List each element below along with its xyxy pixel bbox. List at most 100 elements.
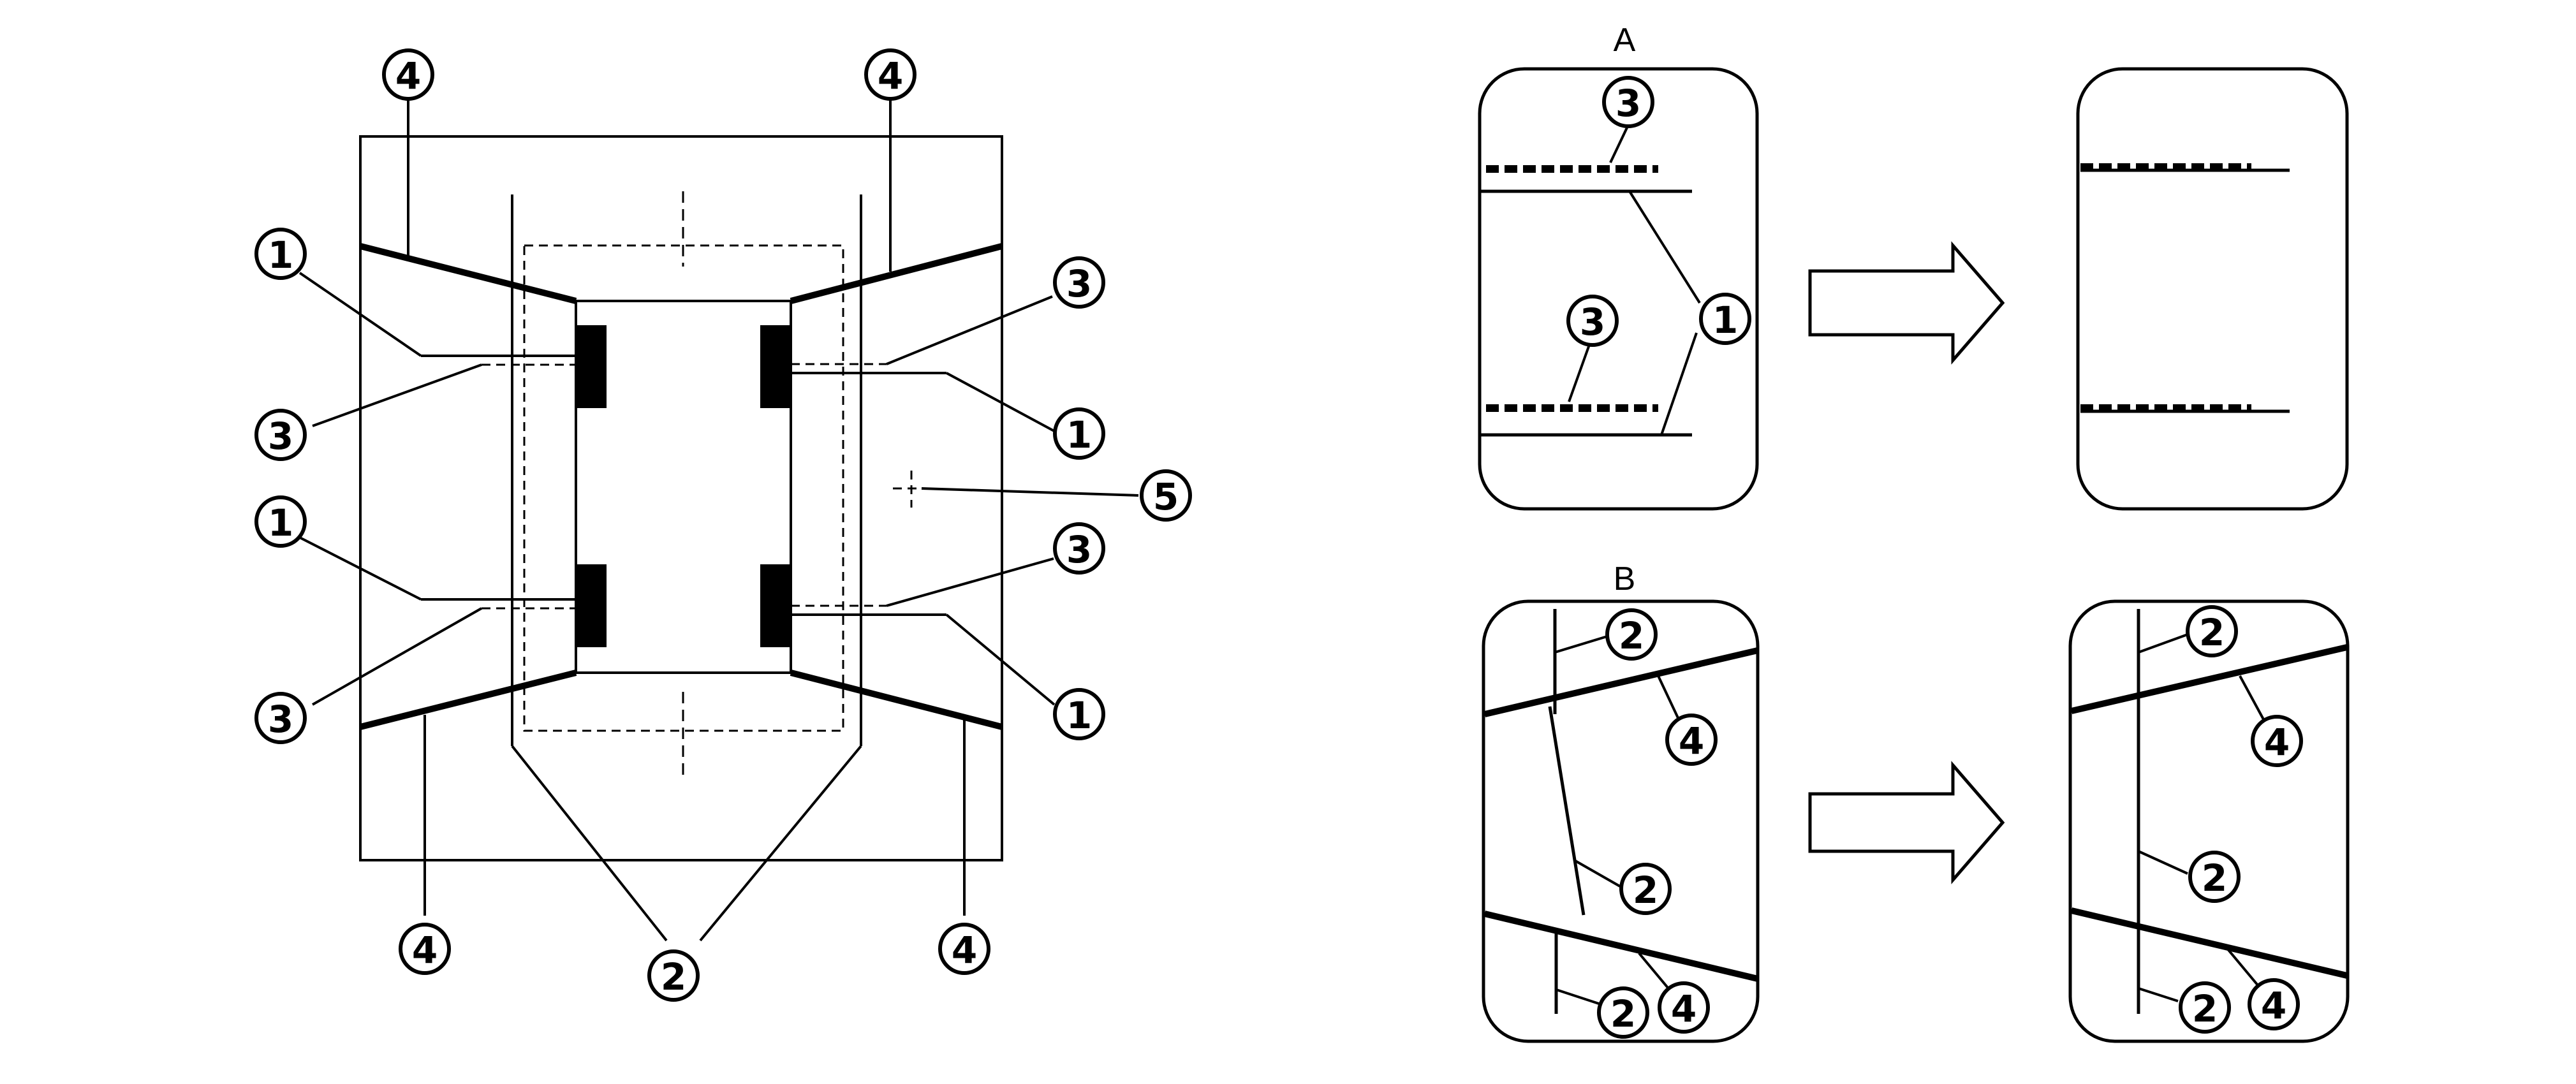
center-body xyxy=(575,300,792,674)
b-leader-2-bottom xyxy=(1556,988,1601,1006)
b-leader-2-top xyxy=(1554,635,1608,654)
callout-4-bottom-right: 4 xyxy=(938,923,990,975)
callout-4-top-right: 4 xyxy=(864,48,916,101)
callout-1-top-left: 1 xyxy=(254,228,307,280)
svg-text:2: 2 xyxy=(2202,856,2227,900)
svg-text:3: 3 xyxy=(1580,300,1605,344)
b-ref-line-mid xyxy=(1548,706,1586,916)
pad-top-right xyxy=(760,325,791,408)
callout-4-bottom-left: 4 xyxy=(399,923,451,975)
a-leader-1-top xyxy=(1628,190,1701,304)
b-after-leader-4-top xyxy=(2239,675,2265,721)
b-callout-4-top: 4 xyxy=(1665,714,1718,766)
a-callout-3-mid: 3 xyxy=(1566,295,1619,347)
callout-3-upper-right: 3 xyxy=(1053,256,1105,309)
svg-text:5: 5 xyxy=(1153,475,1179,518)
b-leader-4-top xyxy=(1657,675,1680,720)
b-after-leader-2-bottom xyxy=(2138,987,2179,1002)
a-leader-3-mid xyxy=(1568,341,1592,402)
panel-b-label: B xyxy=(1614,560,1636,597)
svg-text:1: 1 xyxy=(268,501,293,545)
svg-text:3: 3 xyxy=(1616,82,1641,125)
arrow-a-icon xyxy=(1808,241,2005,365)
svg-text:2: 2 xyxy=(661,955,686,999)
svg-text:2: 2 xyxy=(1633,868,1658,912)
svg-text:4: 4 xyxy=(878,54,903,98)
b-callout-2-mid: 2 xyxy=(1619,863,1672,915)
a-callout-3-top: 3 xyxy=(1602,76,1654,128)
svg-text:4: 4 xyxy=(1679,719,1704,763)
svg-text:4: 4 xyxy=(395,54,421,98)
leader-3-lower-left xyxy=(312,607,482,706)
outer-frame xyxy=(359,135,1003,861)
b-after-leader-2-mid xyxy=(2138,850,2188,875)
b-leader-2-mid xyxy=(1575,860,1621,888)
thick-line-top-left xyxy=(359,243,577,304)
b-after-thick-bottom xyxy=(2070,907,2348,979)
b-thick-line-bottom xyxy=(1483,911,1759,982)
pad-top-left xyxy=(576,325,607,408)
main-diagram: 4 4 1 3 1 3 3 1 xyxy=(254,48,1192,1002)
v-left-leg xyxy=(511,745,668,942)
svg-text:4: 4 xyxy=(2264,721,2290,764)
a-leader-3-top xyxy=(1609,123,1630,163)
b-thick-line-top xyxy=(1483,647,1759,717)
b-after-leader-4-bottom xyxy=(2225,946,2259,986)
b-after-callout-2-mid: 2 xyxy=(2188,851,2241,903)
leader-3-lower-right xyxy=(886,557,1054,607)
svg-text:2: 2 xyxy=(1619,614,1644,657)
arrow-b-icon xyxy=(1808,761,2005,884)
pad-bottom-left xyxy=(576,564,607,647)
callout-3-upper-left: 3 xyxy=(254,409,307,461)
b-callout-2-bottom: 2 xyxy=(1597,986,1649,1039)
callout-3-lower-left: 3 xyxy=(254,692,307,744)
b-after-thick-top xyxy=(2070,644,2348,714)
panel-a-after xyxy=(2076,67,2349,511)
b-after-callout-4-top: 4 xyxy=(2251,715,2303,767)
svg-text:2: 2 xyxy=(2192,987,2218,1030)
v-right-leg xyxy=(699,745,862,942)
b-after-leader-2-top xyxy=(2138,633,2188,654)
svg-text:2: 2 xyxy=(1610,992,1636,1036)
panel-a-before: A 3 3 1 xyxy=(1478,22,1759,511)
svg-text:3: 3 xyxy=(268,698,293,741)
svg-text:3: 3 xyxy=(1066,528,1092,571)
svg-text:4: 4 xyxy=(412,928,438,972)
svg-text:4: 4 xyxy=(1671,987,1696,1030)
panel-b-before: B 2 4 2 4 2 xyxy=(1482,560,1760,1043)
callout-1-upper-right: 1 xyxy=(1053,407,1105,460)
svg-text:2: 2 xyxy=(2199,611,2225,654)
callout-1-lower-left: 1 xyxy=(254,495,307,548)
callout-2-bottom: 2 xyxy=(647,949,700,1002)
callout-1-lower-right: 1 xyxy=(1053,688,1105,740)
leader-1-lower-left xyxy=(299,536,422,601)
leader-3-upper-left xyxy=(312,363,482,427)
svg-text:1: 1 xyxy=(268,233,293,277)
b-leader-4-bottom xyxy=(1638,952,1672,993)
leader-3-upper-right xyxy=(886,295,1053,365)
leader-1-upper-right xyxy=(946,372,1055,432)
b-callout-4-bottom: 4 xyxy=(1658,981,1710,1034)
leader-5 xyxy=(921,487,1139,497)
panel-b-after: 2 4 2 4 2 xyxy=(2068,599,2350,1043)
svg-text:3: 3 xyxy=(1066,262,1092,305)
b-callout-2-top: 2 xyxy=(1605,608,1658,661)
svg-text:1: 1 xyxy=(1066,694,1092,737)
leader-1-top-left xyxy=(298,272,422,357)
a-callout-1: 1 xyxy=(1699,293,1751,345)
b-after-callout-2-top: 2 xyxy=(2186,605,2238,657)
dashed-inner-rect xyxy=(523,244,844,732)
pad-bottom-right xyxy=(760,564,791,647)
svg-text:4: 4 xyxy=(952,928,977,972)
thick-line-top-right xyxy=(790,243,1003,304)
svg-text:1: 1 xyxy=(1066,413,1092,457)
callout-4-top-left: 4 xyxy=(382,48,434,101)
thick-line-bottom-left xyxy=(359,670,577,730)
svg-text:4: 4 xyxy=(2261,984,2286,1027)
svg-text:1: 1 xyxy=(1712,298,1738,342)
callout-3-lower-right: 3 xyxy=(1053,522,1105,575)
callout-5: 5 xyxy=(1140,469,1192,522)
b-after-callout-2-bottom: 2 xyxy=(2179,981,2231,1034)
